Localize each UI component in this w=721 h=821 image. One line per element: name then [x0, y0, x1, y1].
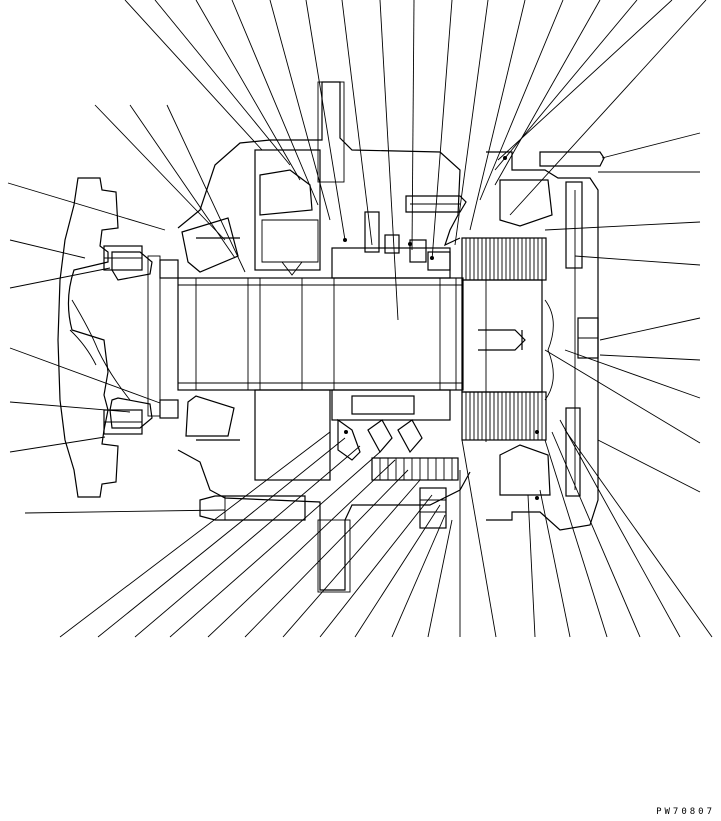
right-cover [478, 151, 599, 531]
leader-lines-right [544, 132, 701, 493]
leader-lines-bottom [59, 419, 713, 638]
friction-disc-pack [461, 237, 547, 441]
left-bearings [109, 251, 179, 429]
inner-bearings [181, 217, 239, 437]
main-shaft [177, 247, 464, 421]
upper-fittings [364, 195, 467, 271]
left-end-flange [57, 177, 143, 498]
mounting-bolts [199, 151, 605, 521]
seal-marks [343, 156, 539, 500]
drawing-code: PW70807 [656, 807, 715, 817]
central-housing [177, 81, 471, 593]
leader-lines-left [7, 182, 226, 514]
leader-lines-top [94, 0, 707, 321]
piston-section [337, 395, 459, 529]
